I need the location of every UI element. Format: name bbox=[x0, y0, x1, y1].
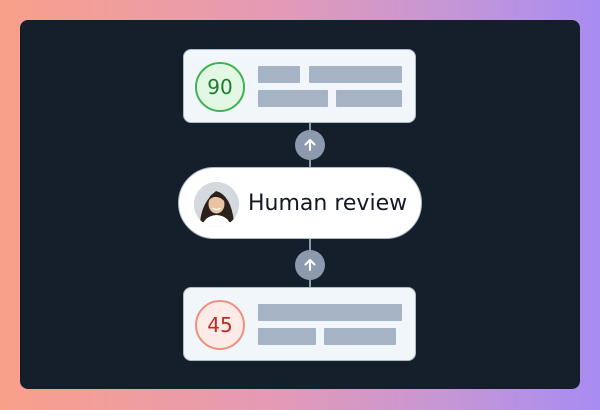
person-avatar bbox=[194, 182, 239, 227]
arrow-up-icon bbox=[295, 130, 325, 160]
placeholder-bar bbox=[324, 328, 396, 345]
human-review-label: Human review bbox=[248, 191, 408, 216]
top-score-value: 90 bbox=[207, 75, 233, 99]
bottom-score-value: 45 bbox=[207, 313, 233, 337]
human-review-node: Human review bbox=[178, 167, 422, 239]
bottom-result-card: 45 bbox=[183, 287, 416, 361]
placeholder-bar bbox=[258, 90, 328, 107]
placeholder-bar bbox=[258, 66, 300, 83]
diagram-panel: 90 Human review bbox=[20, 20, 580, 389]
top-score-badge: 90 bbox=[195, 62, 245, 112]
placeholder-bar bbox=[336, 90, 402, 107]
placeholder-bar bbox=[258, 304, 402, 321]
arrow-up-icon bbox=[295, 250, 325, 280]
placeholder-bar bbox=[258, 328, 316, 345]
top-result-card: 90 bbox=[183, 49, 416, 123]
bottom-score-badge: 45 bbox=[195, 300, 245, 350]
placeholder-bar bbox=[309, 66, 402, 83]
